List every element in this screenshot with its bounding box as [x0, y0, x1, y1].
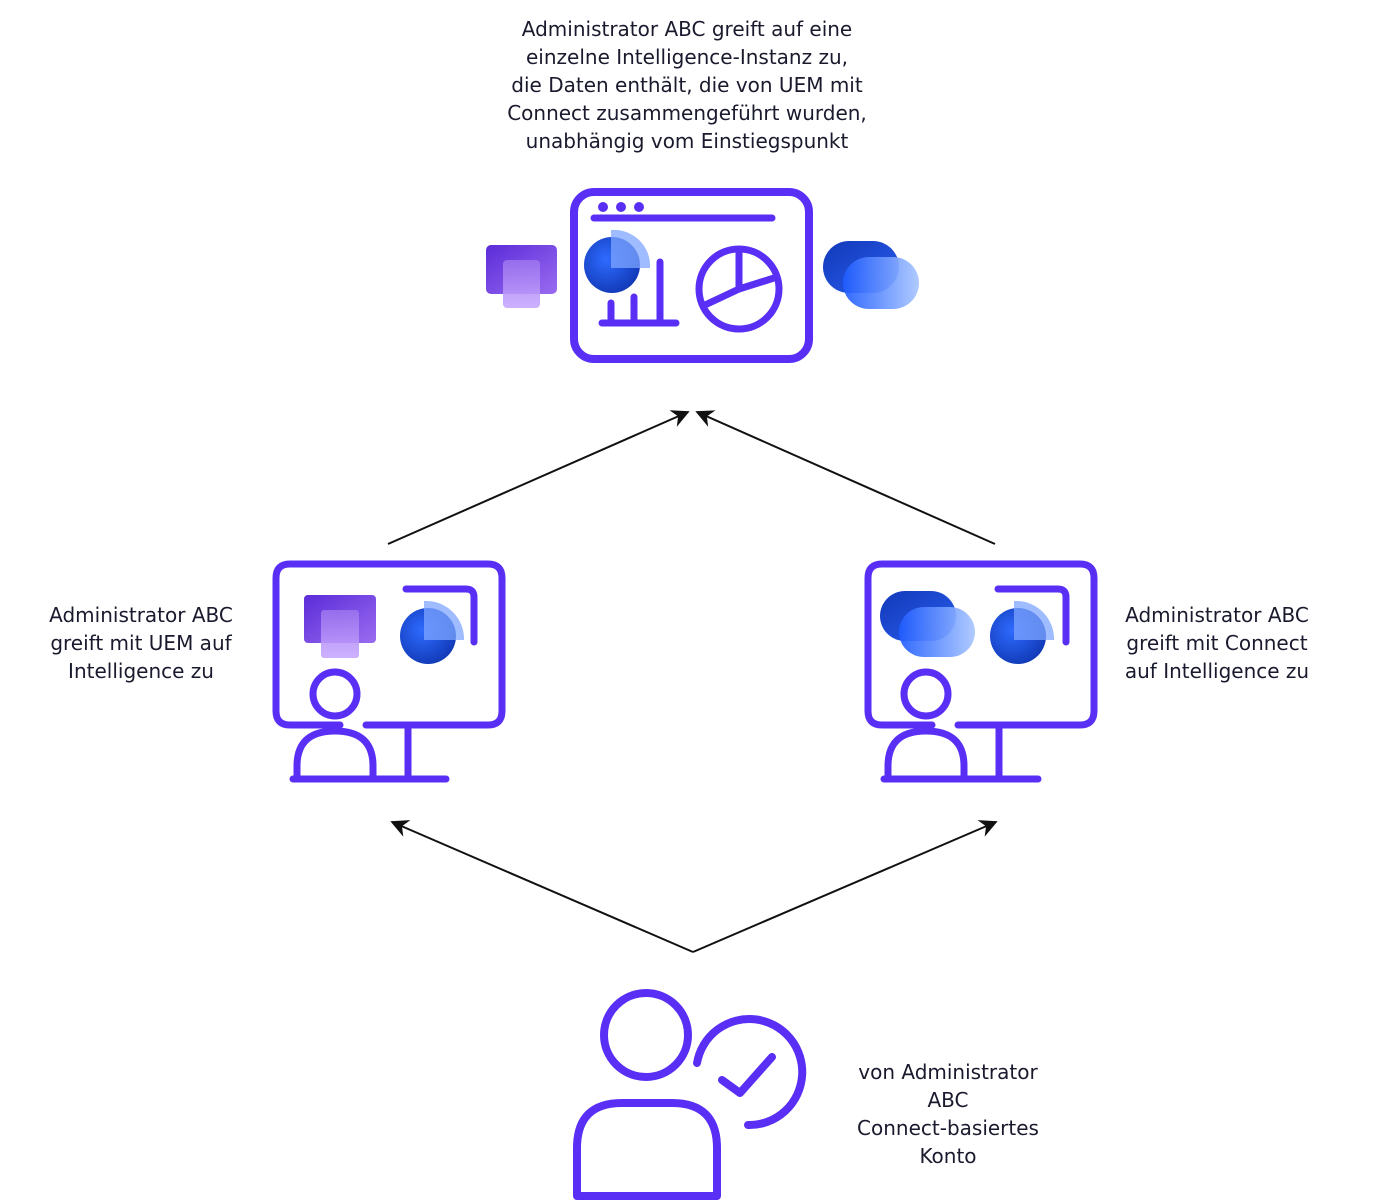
label-line: auf Intelligence zu [1124, 659, 1310, 683]
uem-access-label: Administrator ABC greift mit UEM auf Int… [30, 601, 252, 685]
label-line: greift mit Connect [1126, 631, 1308, 655]
label-line: Intelligence zu [68, 659, 214, 683]
label-line: ABC [927, 1088, 969, 1112]
arrow-connect-to-intelligence [695, 410, 996, 545]
label-line: die Daten enthält, die von UEM mit [511, 73, 863, 97]
arrows [387, 410, 998, 953]
label-line: Connect-basiertes [857, 1116, 1039, 1140]
label-line: Administrator ABC [49, 603, 233, 627]
connect-logo-icon [823, 241, 919, 309]
monitor-user-icon [864, 560, 1098, 783]
uem-logo-icon [486, 245, 557, 308]
arrow-uem-to-intelligence [387, 410, 690, 545]
connect-access-label: Administrator ABC greift mit Connect auf… [1103, 601, 1331, 685]
label-line: unabhängig vom Einstiegspunkt [525, 129, 849, 153]
dashboard-icon [570, 188, 813, 363]
intelligence-instance-label: Administrator ABC greift auf eine einzel… [487, 15, 887, 155]
label-line: Konto [919, 1144, 977, 1168]
label-line: greift mit UEM auf [50, 631, 232, 655]
label-line: Administrator ABC greift auf eine [521, 17, 853, 41]
arrow-account-to-uem [390, 820, 694, 953]
label-line: von Administrator [858, 1060, 1038, 1084]
label-line: Administrator ABC [1125, 603, 1309, 627]
account-label: von Administrator ABC Connect-basiertes … [828, 1058, 1068, 1170]
monitor-user-icon [272, 560, 506, 783]
label-line: Connect zusammengeführt wurden, [507, 101, 867, 125]
arrow-account-to-connect [692, 820, 998, 953]
user-check-icon [573, 989, 807, 1200]
label-line: einzelne Intelligence-Instanz zu, [526, 45, 848, 69]
